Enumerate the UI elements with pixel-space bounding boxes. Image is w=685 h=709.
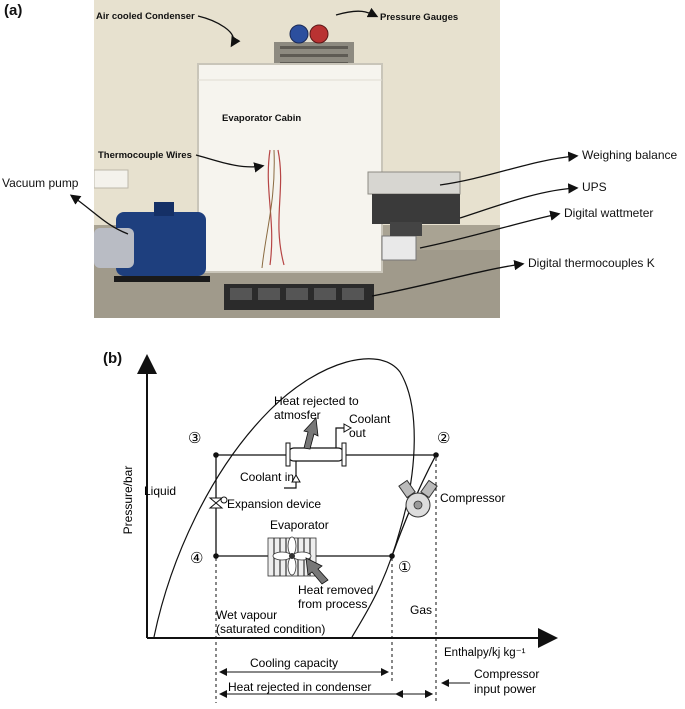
panel-a-label: (a) [4, 2, 23, 19]
arrow-thermo-wires [195, 154, 265, 173]
vacuum-pump-motor [94, 228, 134, 268]
heat-removed-arrow [305, 557, 329, 585]
arrow-thermocouples [371, 259, 525, 297]
state-label-2: ② [437, 430, 450, 447]
thermocouple-wire-1 [267, 149, 273, 266]
ups [390, 222, 422, 236]
state-point-1 [389, 553, 395, 559]
heat-rejected-1: Heat rejected to [274, 394, 359, 408]
label-thermocouple-wires: Thermocouple Wires [98, 150, 192, 161]
evaporator-label: Evaporator [270, 518, 329, 532]
compressor-label: Compressor [440, 491, 505, 505]
coolant-in-arrow [291, 473, 301, 483]
condenser-flange-right [341, 442, 347, 467]
label-air-cooled-condenser: Air cooled Condenser [96, 11, 195, 22]
vacuum-pump [116, 212, 206, 276]
y-axis-label: Pressure/bar [121, 466, 135, 535]
wall-socket [94, 169, 129, 189]
label-weighing-balance: Weighing balance [582, 148, 678, 162]
coolant-in-pipe [284, 461, 297, 489]
expansion-label: Expansion device [227, 497, 321, 511]
panel-a-annotation-arrows [69, 7, 579, 297]
heat-removed-1: Heat removed [298, 583, 373, 597]
region-liquid: Liquid [144, 484, 176, 498]
region-gas: Gas [410, 603, 432, 617]
arrow-condenser [197, 15, 241, 48]
label-digital-thermocouples: Digital thermocouples K [528, 256, 655, 270]
arrow-wattmeter [419, 210, 561, 249]
coolant-out-pipe [335, 427, 346, 448]
arrow-weighing [439, 151, 579, 186]
expansion-valve-icon [208, 497, 224, 509]
condenser-exchanger [287, 447, 345, 462]
heat-rejected-2: atmosfer [274, 408, 321, 422]
coolant-out-2: out [349, 426, 366, 440]
dim-comp-label-2: input power [474, 682, 536, 696]
heat-rejected-arrow [303, 417, 319, 450]
state-point-4 [213, 553, 219, 559]
condenser-flange-left [285, 442, 291, 467]
state-point-2 [433, 452, 439, 458]
state-point-3 [213, 452, 219, 458]
label-pressure-gauges: Pressure Gauges [380, 12, 459, 23]
label-evaporator-cabin: Evaporator Cabin [222, 113, 302, 124]
region-wet-1: Wet vapour [216, 608, 277, 622]
arrow-vacuum-pump [69, 194, 129, 235]
coolant-out-1: Coolant [349, 412, 391, 426]
label-digital-wattmeter: Digital wattmeter [564, 206, 654, 220]
state-label-3: ③ [188, 430, 201, 447]
experimental-setup-photo [94, 0, 500, 318]
state-label-1: ① [398, 559, 411, 576]
x-axis-label: Enthalpy/kj kg⁻¹ [444, 647, 526, 659]
panel-b-label: (b) [103, 350, 123, 367]
pressure-gauge-right [309, 24, 329, 44]
coolant-out-arrow [343, 423, 353, 433]
label-ups: UPS [582, 180, 607, 194]
arrow-ups [459, 183, 579, 219]
arrow-gauges [335, 7, 379, 18]
dim-cooling-label: Cooling capacity [250, 656, 338, 670]
dim-condenser-label: Heat rejected in condenser [228, 680, 371, 694]
ph-diagram: Pressure/bar Enthalpy/kj kg⁻¹ ③ ② ④ ① Li… [121, 354, 558, 703]
dim-comp-label-1: Compressor [474, 667, 539, 681]
region-wet-2: (saturated condition) [216, 622, 325, 636]
thermocouple-wire-2 [277, 149, 285, 266]
evaporator-cabin [197, 63, 383, 273]
coolant-in-label: Coolant in [240, 470, 294, 484]
compressor-icon [398, 479, 438, 518]
heat-removed-2: from process [298, 597, 367, 611]
label-vacuum-pump: Vacuum pump [2, 176, 79, 190]
pressure-gauge-left [289, 24, 309, 44]
state-label-4: ④ [190, 550, 203, 567]
